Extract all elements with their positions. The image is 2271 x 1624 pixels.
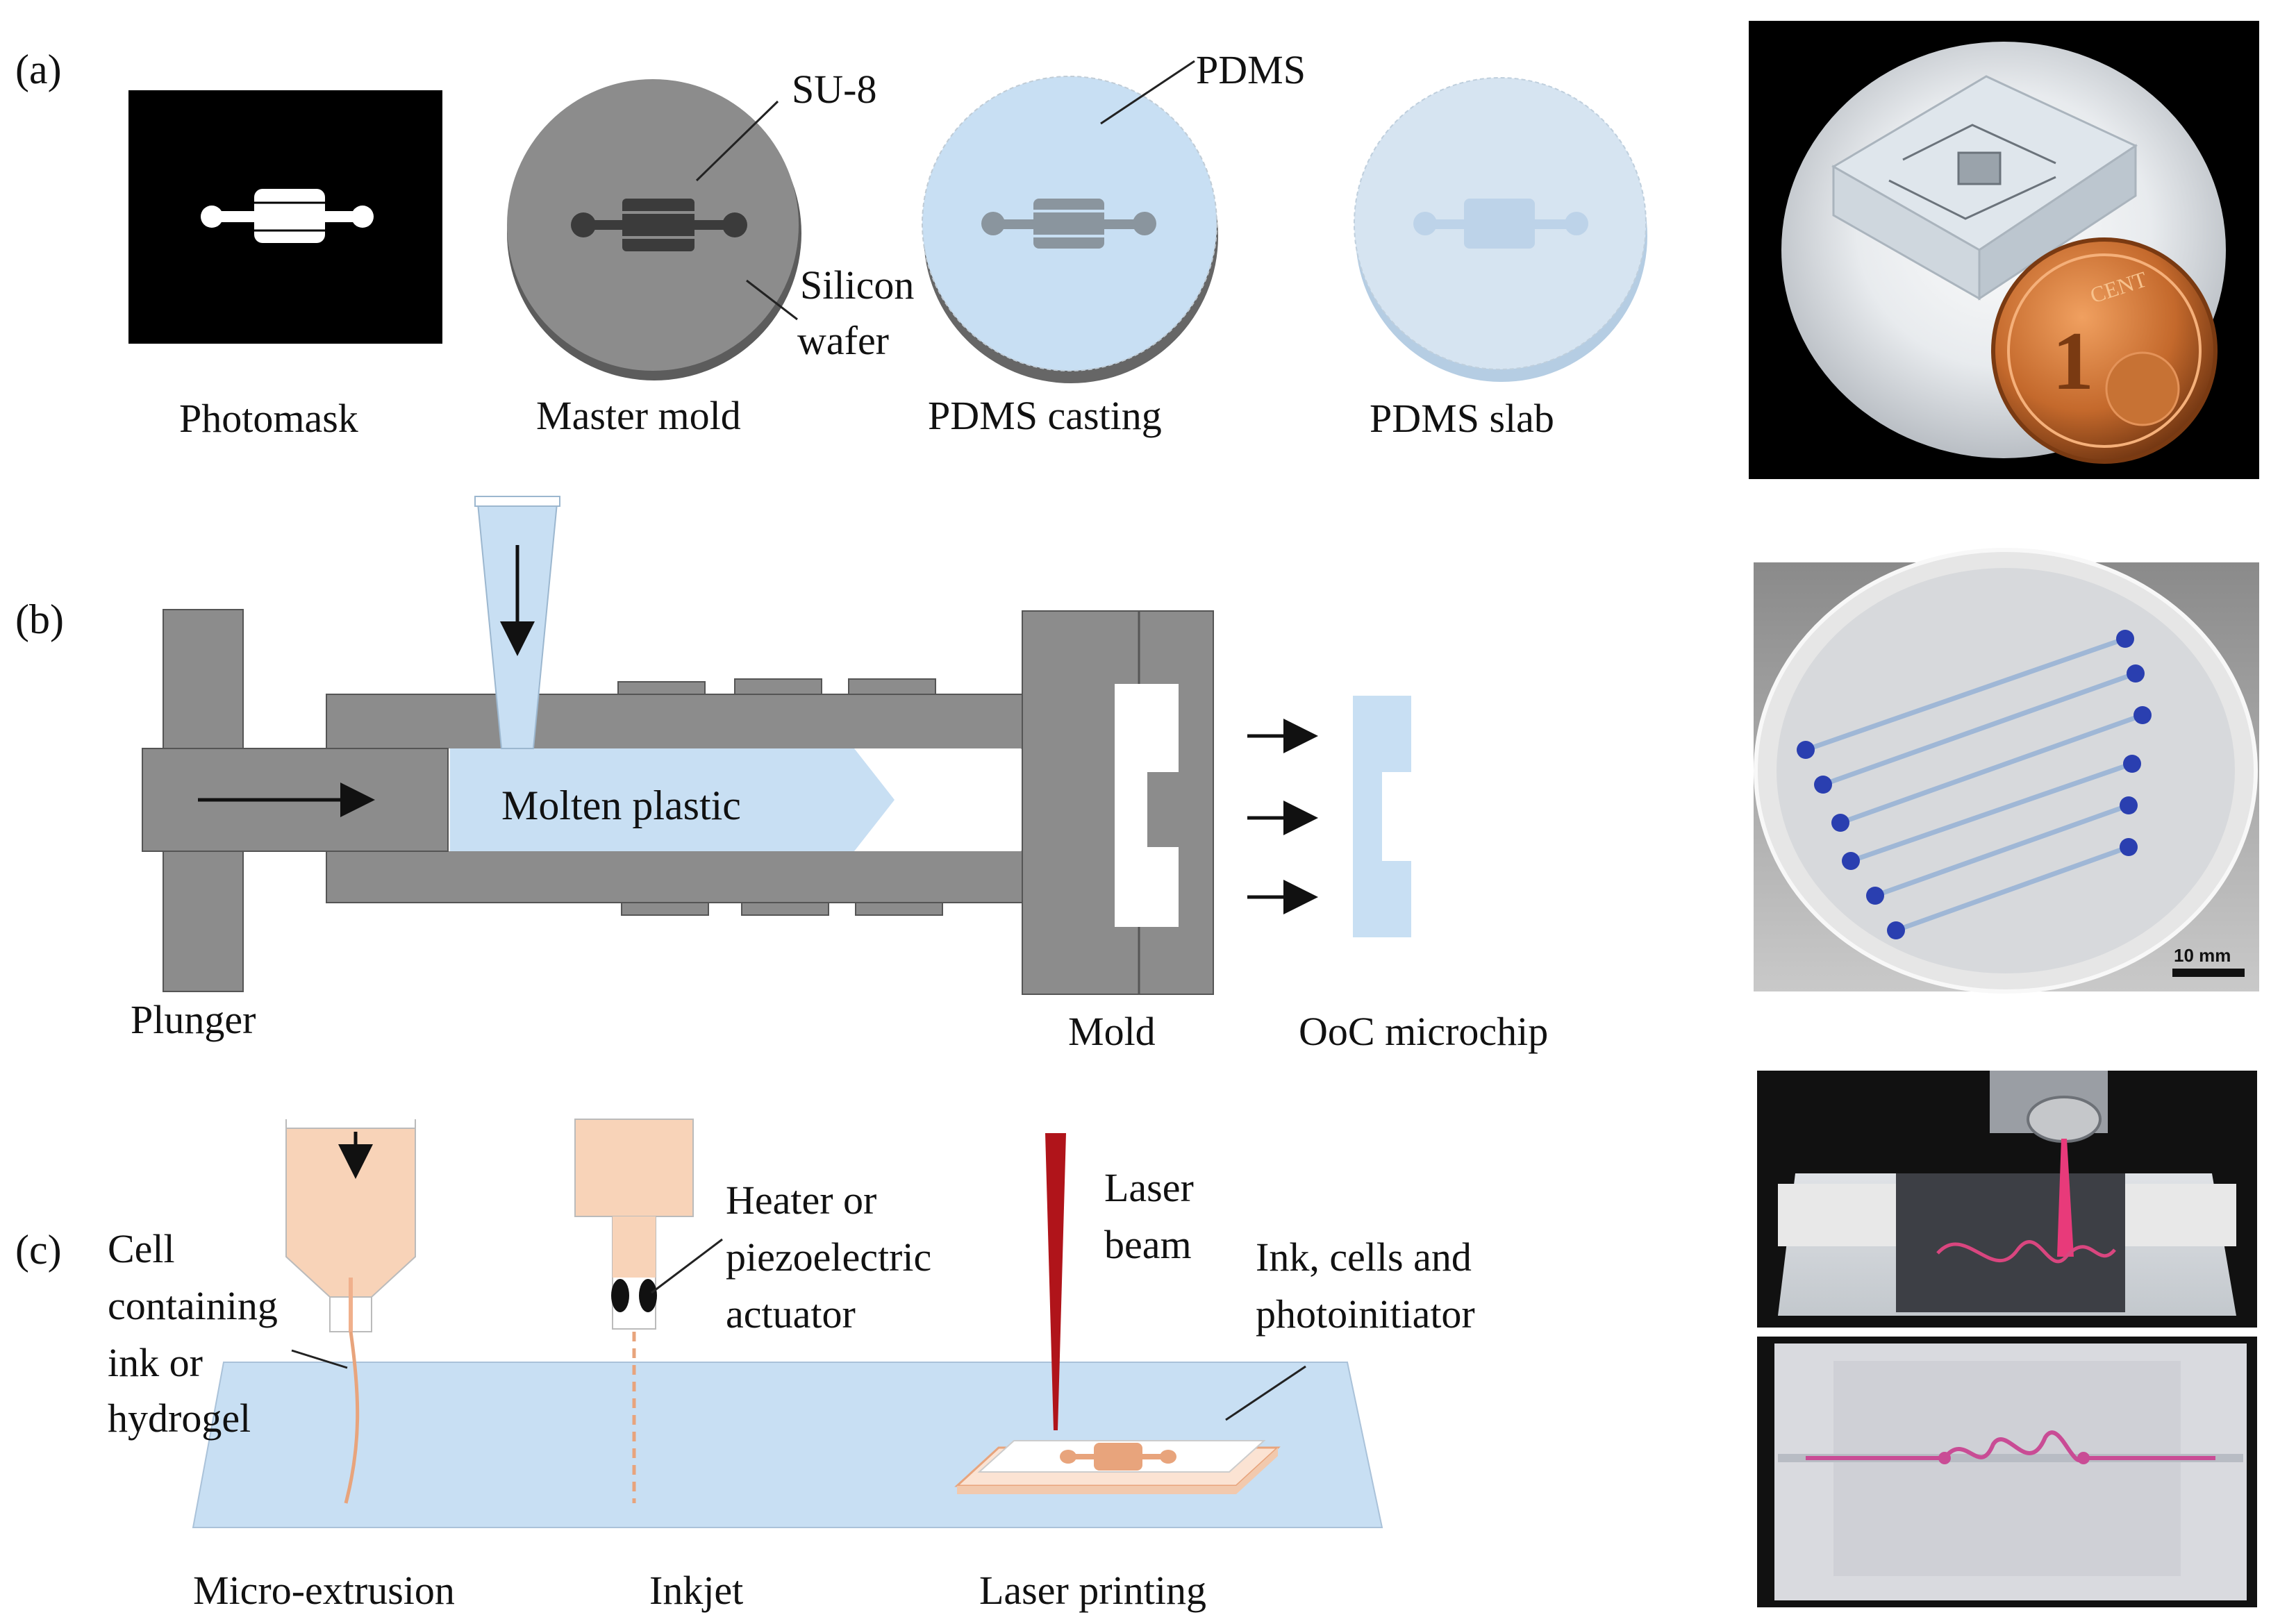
laser-printer [954,1133,1306,1494]
ink-label-line: Cell [108,1226,175,1271]
cent-coin-icon: 1 CENT [1991,237,2218,464]
scale-bar-label: 10 mm [2174,945,2231,966]
actuator-icon [611,1279,629,1312]
master-mold-icon [507,79,801,380]
mold-label: Mold [1068,1009,1156,1054]
panel-a: (a) Photomask [15,47,1647,441]
ink-label-line: containing [108,1283,278,1328]
microchip-label: OoC microchip [1299,1009,1548,1054]
ink-label: Cell containing ink or hydrogel [108,1226,278,1441]
photo-petri-dish: 10 mm [1754,548,2259,994]
channel-chips [1804,636,2144,933]
pdms-slab-icon [1354,77,1647,382]
panel-b-tag: (b) [15,596,64,642]
panel-c-tag: (c) [15,1227,62,1273]
molten-plastic-label: Molten plastic [501,782,741,828]
method-laser-printing: Laser printing [979,1568,1206,1613]
ink-label-line: hydrogel [108,1396,251,1441]
photo-laser-printing [1757,1071,2257,1328]
panel-c: (c) [15,1119,1475,1613]
plunger-label: Plunger [131,997,256,1042]
heater-label-line: piezoelectric [726,1234,931,1280]
scale-bar [2172,969,2245,977]
photomask-icon [128,90,442,344]
output-arrows [1247,719,1318,914]
method-micro-extrusion: Micro-extrusion [193,1568,455,1613]
panel-b: (b) Molten plastic [15,496,1548,1054]
ink-label-line: ink or [108,1340,203,1385]
step-pdms-slab: PDMS slab [1370,396,1554,441]
photo-printed-channel [1757,1337,2257,1607]
ooc-microchip-icon [1353,696,1411,937]
pdms-casting-icon [922,60,1218,383]
coin-digit: 1 [2052,315,2094,407]
callout-pdms: PDMS [1196,47,1306,92]
photo-label-line: photoinitiator [1256,1291,1475,1337]
heater-label: Heater or piezoelectric actuator [726,1178,931,1337]
heater-bands [617,678,943,916]
callout-su8: SU-8 [792,67,876,112]
laser-label-line: beam [1104,1222,1192,1267]
step-master-mold: Master mold [536,393,741,438]
step-photomask: Photomask [179,396,358,441]
step-pdms-casting: PDMS casting [928,393,1162,438]
micro-extrusion-head [285,1119,416,1504]
photoinitiator-label: Ink, cells and photoinitiator [1256,1234,1475,1337]
callout-silicon: Silicon [800,262,914,308]
panel-a-tag: (a) [15,47,62,92]
molten-plastic [450,748,895,851]
photo-label-line: Ink, cells and [1256,1234,1472,1280]
inkjet-head [574,1119,723,1503]
heater-label-line: actuator [726,1291,856,1337]
laser-label-line: Laser [1104,1165,1194,1210]
photo-pdms-chip-coin: 1 CENT [1749,21,2259,479]
laser-beam-label: Laser beam [1104,1165,1194,1267]
laser-beam-icon [1045,1133,1066,1430]
method-inkjet: Inkjet [649,1568,743,1613]
mold [1022,610,1214,995]
heater-label-line: Heater or [726,1178,876,1223]
callout-wafer: wafer [797,318,889,363]
